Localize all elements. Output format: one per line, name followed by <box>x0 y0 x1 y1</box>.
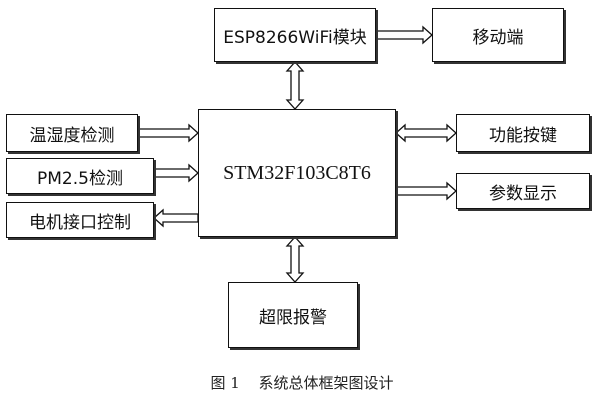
wifi-module-box: ESP8266WiFi模块 <box>214 8 376 62</box>
temp-humidity-box: 温湿度检测 <box>6 114 138 152</box>
param-display-box: 参数显示 <box>456 173 590 209</box>
arrow-center-motor <box>153 208 199 228</box>
motor-control-box: 电机接口控制 <box>6 202 154 238</box>
arrow-center-param <box>395 181 457 201</box>
arrow-center-alarm <box>285 236 305 283</box>
figure-number: 图 1 <box>210 374 240 392</box>
function-keys-box: 功能按键 <box>456 114 590 152</box>
figure-title: 系统总体框架图设计 <box>258 374 394 392</box>
arrow-temp-center <box>137 123 199 143</box>
arrow-center-func <box>395 123 457 143</box>
mobile-box: 移动端 <box>432 8 564 62</box>
mcu-box: STM32F103C8T6 <box>198 109 396 237</box>
overlimit-alarm-box: 超限报警 <box>228 282 358 348</box>
arrow-wifi-mobile <box>375 25 433 45</box>
figure-caption: 图 1 系统总体框架图设计 <box>0 372 604 393</box>
pm25-box: PM2.5检测 <box>6 158 154 194</box>
arrow-wifi-center <box>285 61 305 110</box>
arrow-pm-center <box>153 163 199 183</box>
